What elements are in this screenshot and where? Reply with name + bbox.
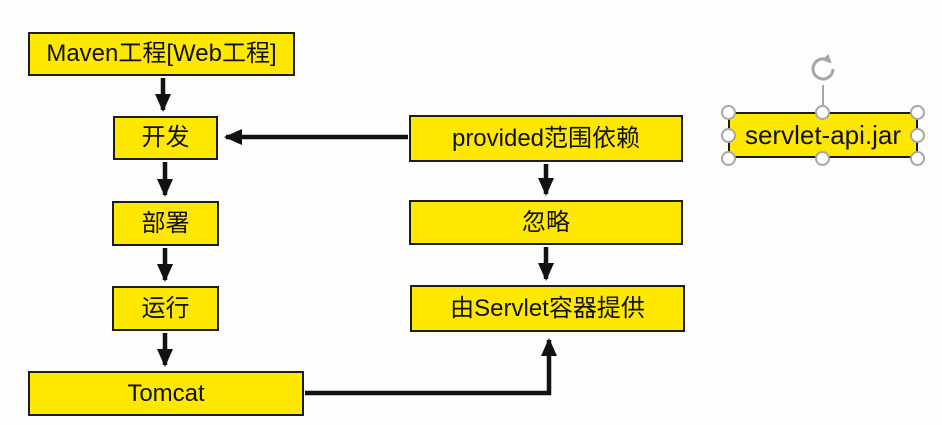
selection-handle-nw[interactable] — [721, 105, 736, 120]
node-deploy-label: 部署 — [141, 209, 190, 237]
selection-handle-n[interactable] — [815, 105, 830, 120]
node-develop[interactable]: 开发 — [113, 116, 218, 160]
rotate-handle-icon[interactable] — [806, 52, 840, 86]
node-provided-scope[interactable]: provided范围依赖 — [409, 115, 683, 162]
rotate-arrow-glyph[interactable] — [811, 53, 835, 81]
node-tomcat-label: Tomcat — [127, 379, 205, 407]
selection-handle-w[interactable] — [721, 128, 736, 143]
node-tomcat[interactable]: Tomcat — [28, 371, 304, 416]
node-servlet-container-provides[interactable]: 由Servlet容器提供 — [410, 285, 685, 332]
node-maven-project-label: Maven工程[Web工程] — [46, 40, 277, 67]
node-ignore-label: 忽略 — [522, 208, 570, 236]
node-servlet-api-jar-label: servlet-api.jar — [744, 120, 902, 150]
selection-handle-sw[interactable] — [721, 151, 736, 166]
selection-handle-s[interactable] — [815, 151, 830, 166]
node-develop-label: 开发 — [141, 124, 190, 151]
selection-handle-se[interactable] — [910, 151, 925, 166]
node-ignore[interactable]: 忽略 — [409, 200, 683, 245]
selection-handle-ne[interactable] — [910, 105, 925, 120]
rotate-handle-stem — [822, 85, 824, 105]
node-maven-project[interactable]: Maven工程[Web工程] — [28, 32, 295, 76]
node-deploy[interactable]: 部署 — [112, 201, 219, 246]
node-run[interactable]: 运行 — [112, 286, 219, 331]
node-run-label: 运行 — [141, 294, 190, 322]
node-provided-scope-label: provided范围依赖 — [451, 124, 641, 152]
arrow-tomcat-to-servlet-container[interactable] — [305, 338, 557, 396]
selection-handle-e[interactable] — [910, 128, 925, 143]
node-servlet-container-provides-label: 由Servlet容器提供 — [450, 294, 645, 322]
